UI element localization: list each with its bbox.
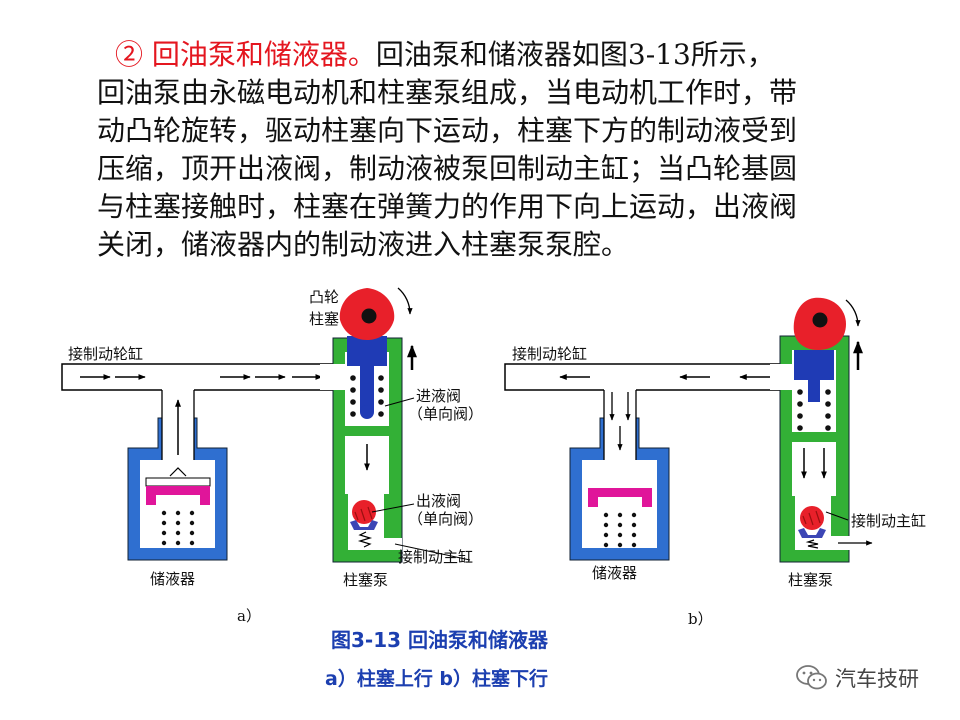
fig-a-to-wheel-label: 接制动轮缸 (68, 345, 144, 363)
fig-a-reservoir (127, 388, 228, 561)
outlet-valve-sub-label: （单向阀） (408, 510, 484, 528)
paragraph-line-4: 压缩，顶开出液阀，制动液被泵回制动主缸；当凸轮基圆 (97, 152, 798, 185)
fig-b-panel-label: b） (688, 610, 713, 628)
paragraph-line-1: ② 回油泵和储液器。回油泵和储液器如图3-13所示， (115, 38, 775, 71)
fig-b-outlet-valve (798, 506, 826, 549)
figure-caption-title: 图3-13 回油泵和储液器 (331, 628, 549, 652)
fig-b-reservoir (569, 388, 670, 561)
fig-b-to-master-label: 接制动主缸 (851, 512, 927, 530)
wechat-icon (796, 665, 827, 690)
description-paragraph: ② 回油泵和储液器。回油泵和储液器如图3-13所示， 回油泵由永磁电动机和柱塞泵… (97, 36, 912, 264)
fig-b-pump-label: 柱塞泵 (788, 571, 834, 589)
paragraph-line-5: 与柱塞接触时，柱塞在弹簧力的作用下向上运动，出液阀 (97, 190, 798, 223)
fig-a-pump-label: 柱塞泵 (343, 571, 389, 589)
fig-b-cam (793, 297, 863, 370)
fig-a-reservoir-label: 储液器 (150, 570, 196, 588)
fig-b-plunger (794, 350, 834, 431)
figure-caption-subtitle: a）柱塞上行 b）柱塞下行 (325, 668, 549, 690)
fig-a-pipe (61, 363, 346, 391)
plunger-label: 柱塞 (309, 310, 340, 328)
section-heading: ② 回油泵和储液器。 (115, 38, 376, 71)
fig-a-panel-label: a） (237, 607, 261, 625)
fig-a-cam (339, 287, 417, 370)
paragraph-line-2: 回油泵由永磁电动机和柱塞泵组成，当电动机工作时，带 (97, 76, 798, 109)
figure-b (504, 297, 873, 563)
cam-label: 凸轮 (309, 288, 340, 306)
fig-b-pipe (504, 363, 789, 391)
figure-a (61, 287, 471, 563)
fig-b-reservoir-label: 储液器 (592, 564, 638, 582)
fig-a-outlet-valve (350, 500, 378, 548)
inlet-valve-label: 进液阀 (416, 387, 462, 405)
inlet-valve-sub-label: （单向阀） (408, 405, 484, 423)
paragraph-line-6: 关闭，储液器内的制动液进入柱塞泵泵腔。 (97, 228, 630, 261)
paragraph-line-3: 动凸轮旋转，驱动柱塞向下运动，柱塞下方的制动液受到 (97, 114, 798, 147)
fig-a-plunger (347, 336, 387, 419)
fig-b-to-wheel-label: 接制动轮缸 (512, 345, 588, 363)
watermark-text: 汽车技研 (835, 667, 919, 691)
outlet-valve-label: 出液阀 (416, 492, 462, 510)
watermark: 汽车技研 (795, 660, 919, 696)
fig-a-to-master-label: 接制动主缸 (398, 548, 474, 566)
